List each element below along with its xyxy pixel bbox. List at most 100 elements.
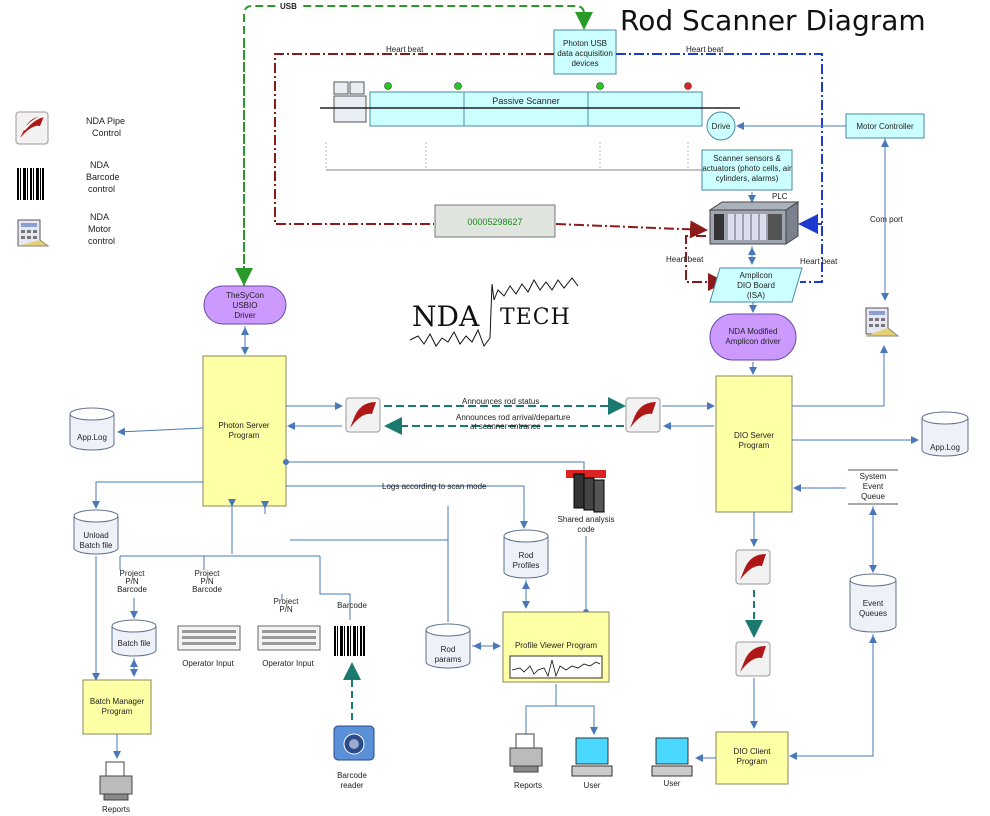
operator-input-1-label: Operator Input [182,659,234,668]
photon-usb-label-1: Photon USB [563,39,607,48]
announces-arrival-label-2: at scanner entrance [470,422,541,431]
batch-manager-box [82,679,152,735]
barcode-label: Barcode [337,601,367,610]
legend-barcode-label-3: control [88,184,115,194]
thesycon-driver [203,285,287,325]
event-queues-label-1: Event [863,599,884,608]
nda-driver-label-1: NDA Modified [729,327,778,336]
drive-label: Drive [712,122,731,131]
motor-controller-label: Motor Controller [856,122,914,131]
rod-params-label-2: params [435,655,462,664]
dio-board-label-2: DIO Board [737,281,775,290]
dio-client-label-1: DIO Client [734,747,772,756]
rod-profiles-cylinder [503,529,549,579]
camera-icon [333,725,375,761]
pn-barcode-1-label-1: Project [120,569,146,578]
logs-scan-mode-label: Logs according to scan mode [382,482,487,491]
batch-file-label: Batch file [118,639,151,648]
motor-control-icon [865,307,900,337]
shared-analysis-icon [566,470,606,513]
rod-profiles-label-1: Rod [519,551,534,560]
dio-server-box [715,375,793,513]
pn-barcode-1-label-3: Barcode [117,585,147,594]
legend-motor-icon [17,219,50,247]
shared-analysis-label-1: Shared analysis [558,515,615,524]
barcode-icon [334,626,365,656]
operator-input-2-label: Operator Input [262,659,314,668]
passive-scanner [320,81,740,171]
printer-icon-left [99,761,133,801]
com-port-label: Com port [870,215,904,224]
legend-motor-label-2: Motor [88,224,111,234]
plc-label: PLC [772,192,788,201]
dio-client-box [715,731,789,785]
heartbeat-label-right: Heart beat [686,45,724,54]
legend-barcode-label-2: Barcode [86,172,120,182]
keyboard-icon-2 [257,625,321,651]
app-log-right [921,411,969,457]
system-event-queue-label-3: Queue [861,492,886,501]
legend-motor-label-1: NDA [90,212,109,222]
pn-barcode-2-label-3: Barcode [192,585,222,594]
nda-driver [709,313,797,361]
logo-nda: NDA [412,300,480,333]
photon-usb-label-3: devices [571,59,598,68]
profile-viewer-plot [509,655,603,679]
pn-barcode-1-label-2: P/N [125,577,139,586]
thesycon-label-2: USBIO [233,301,258,310]
dio-board-label-1: Amplicon [740,271,773,280]
legend-pipe-label-2: Control [92,128,121,138]
app-log-left [69,407,115,451]
sensors-label-2: actuators (photo cells, air [702,164,792,173]
reports-center-label: Reports [514,781,542,790]
pipe-icon-right [625,397,661,433]
dio-client-label-2: Program [737,757,768,766]
nda-driver-label-2: Amplicon driver [725,337,780,346]
thesycon-label-3: Driver [234,311,256,320]
photon-server-box [202,355,287,507]
app-log-left-label: App.Log [77,433,107,442]
announces-status-label: Announces rod status [462,397,539,406]
rod-params-label-1: Rod [441,645,456,654]
dio-server-label-1: DIO Server [734,431,774,440]
batch-manager-label-2: Program [102,707,133,716]
logo-tech: TECH [500,305,571,330]
legend-motor-label-3: control [88,236,115,246]
legend-barcode-icon [16,168,44,200]
announces-arrival-label-1: Announces rod arrival/departure [456,413,571,422]
photon-usb-box [553,29,617,75]
app-log-right-label: App.Log [930,443,960,452]
pn-label-1: Project [274,597,300,606]
batch-file-cylinder [111,619,157,657]
usb-label: USB [280,2,297,11]
pipe-icon-dio-upper [735,549,771,585]
barcode-reader-label-2: reader [340,781,363,790]
dio-server-label-2: Program [739,441,770,450]
pn-barcode-2-label-2: P/N [200,577,214,586]
legend-pipe-label-1: NDA Pipe [86,116,125,126]
legend: NDA Pipe Control NDA Barcode control NDA… [15,111,125,247]
nda-tech-logo: NDA TECH [409,277,579,348]
computer-icon-center [571,737,613,777]
heartbeat-red-line-top [274,53,554,225]
batch-manager-label-1: Batch Manager [90,697,145,706]
system-event-queue-label-1: System [860,472,887,481]
heartbeat-label-left: Heart beat [386,45,424,54]
rod-profiles-label-2: Profiles [513,561,540,570]
dio-board-box [709,267,803,303]
pn-label-2: P/N [279,605,293,614]
computer-icon-right [651,737,693,777]
event-queues-cylinder [849,573,897,633]
keyboard-icon-1 [177,625,241,651]
user-right-label: User [664,779,681,788]
sensors-box [701,149,793,191]
printer-icon-center [509,733,543,773]
pipe-icon-left [345,397,381,433]
dio-board-label-3: (ISA) [747,291,766,300]
heartbeat-blue-line [616,53,823,283]
pipe-icon-dio-lower [735,641,771,677]
system-event-queue-label-2: Event [863,482,884,491]
heartbeat-label-plc-right: Heart beat [800,257,838,266]
